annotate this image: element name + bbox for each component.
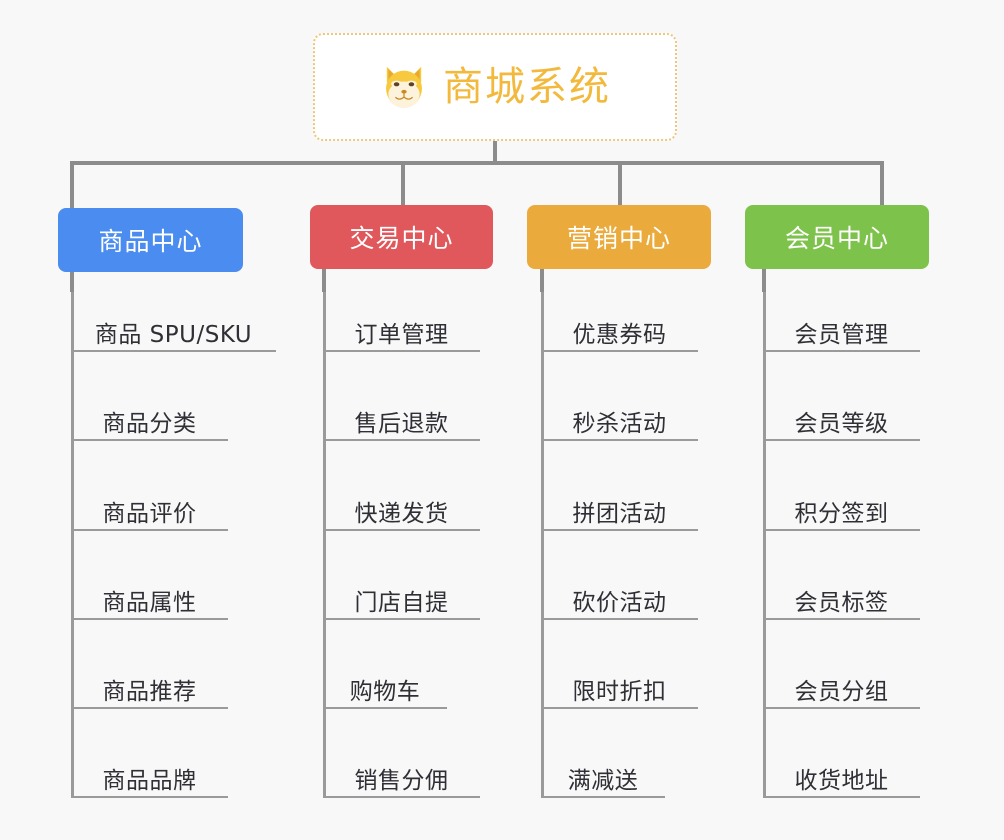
connector-stub-3 bbox=[540, 269, 544, 292]
leaf-item[interactable]: 砍价活动 bbox=[541, 560, 698, 620]
leaf-item[interactable]: 购物车 bbox=[323, 649, 447, 709]
leaf-item[interactable]: 收货地址 bbox=[763, 738, 920, 798]
leaf-item-label: 积分签到 bbox=[794, 500, 889, 527]
leaf-item-label: 砍价活动 bbox=[572, 589, 667, 616]
connector-drop-1 bbox=[70, 161, 74, 208]
branch-trunk-3 bbox=[541, 292, 544, 798]
leaf-item[interactable]: 售后退款 bbox=[323, 382, 480, 441]
leaf-item-label: 商品属性 bbox=[102, 589, 197, 616]
leaf-item-label: 会员标签 bbox=[794, 589, 889, 616]
category-label: 营销中心 bbox=[566, 224, 671, 253]
leaf-item-label: 商品推荐 bbox=[102, 678, 197, 705]
leaf-item[interactable]: 快递发货 bbox=[323, 471, 480, 531]
leaf-item[interactable]: 商品品牌 bbox=[71, 738, 228, 798]
leaf-item-label: 收货地址 bbox=[794, 767, 889, 794]
leaf-item[interactable]: 商品属性 bbox=[71, 560, 228, 620]
category-label: 商品中心 bbox=[98, 227, 203, 256]
leaf-item[interactable]: 优惠券码 bbox=[541, 292, 698, 352]
leaf-item-label: 售后退款 bbox=[354, 410, 449, 437]
connector-root-stem bbox=[493, 141, 497, 163]
leaf-item[interactable]: 销售分佣 bbox=[323, 738, 480, 798]
leaf-item-label: 销售分佣 bbox=[354, 767, 449, 794]
branch-trunk-1 bbox=[71, 292, 74, 798]
leaf-item[interactable]: 商品评价 bbox=[71, 471, 228, 531]
leaf-item[interactable]: 商品 SPU/SKU bbox=[71, 292, 276, 352]
leaf-item[interactable]: 拼团活动 bbox=[541, 471, 698, 531]
connector-drop-4 bbox=[880, 161, 884, 205]
connector-stub-4 bbox=[762, 269, 766, 292]
leaf-item[interactable]: 秒杀活动 bbox=[541, 382, 698, 441]
leaf-item[interactable]: 会员等级 bbox=[763, 382, 920, 441]
leaf-item[interactable]: 门店自提 bbox=[323, 560, 480, 620]
leaf-item-label: 订单管理 bbox=[354, 321, 449, 348]
connector-drop-2 bbox=[401, 161, 405, 205]
root-node[interactable]: 商城系统 bbox=[313, 33, 677, 141]
leaf-item[interactable]: 满减送 bbox=[541, 738, 665, 798]
leaf-item-label: 秒杀活动 bbox=[572, 410, 667, 437]
branch-trunk-2 bbox=[323, 292, 326, 798]
leaf-item[interactable]: 积分签到 bbox=[763, 471, 920, 531]
leaf-item-label: 满减送 bbox=[567, 767, 639, 794]
branch-trunk-4 bbox=[763, 292, 766, 798]
leaf-item-label: 会员管理 bbox=[794, 321, 889, 348]
connector-stub-1 bbox=[70, 272, 74, 292]
leaf-item-label: 会员等级 bbox=[794, 410, 889, 437]
leaf-item[interactable]: 会员标签 bbox=[763, 560, 920, 620]
leaf-item-label: 购物车 bbox=[349, 678, 421, 705]
category-label: 交易中心 bbox=[349, 224, 454, 253]
leaf-item[interactable]: 会员管理 bbox=[763, 292, 920, 352]
connector-drop-3 bbox=[618, 161, 622, 205]
shiba-dog-face-icon bbox=[386, 66, 422, 109]
leaf-item[interactable]: 限时折扣 bbox=[541, 649, 698, 709]
leaf-item[interactable]: 订单管理 bbox=[323, 292, 480, 352]
category-label: 会员中心 bbox=[784, 224, 889, 253]
leaf-item-label: 会员分组 bbox=[794, 678, 889, 705]
leaf-item-label: 商品评价 bbox=[102, 500, 197, 527]
leaf-item-label: 拼团活动 bbox=[572, 500, 667, 527]
root-title: 商城系统 bbox=[443, 64, 611, 110]
leaf-item-label: 商品 SPU/SKU bbox=[94, 321, 253, 348]
category-box-1[interactable]: 商品中心 bbox=[58, 208, 243, 272]
connector-stub-2 bbox=[322, 269, 326, 292]
category-box-2[interactable]: 交易中心 bbox=[310, 205, 493, 269]
connector-horizontal-bus bbox=[71, 161, 881, 165]
leaf-item-label: 优惠券码 bbox=[572, 321, 667, 348]
leaf-item-label: 门店自提 bbox=[354, 589, 449, 616]
leaf-item-label: 商品品牌 bbox=[102, 767, 197, 794]
leaf-item-label: 商品分类 bbox=[102, 410, 197, 437]
leaf-item[interactable]: 商品推荐 bbox=[71, 649, 228, 709]
leaf-item-label: 快递发货 bbox=[354, 500, 449, 527]
leaf-item-label: 限时折扣 bbox=[572, 678, 667, 705]
leaf-item[interactable]: 商品分类 bbox=[71, 382, 228, 441]
category-box-4[interactable]: 会员中心 bbox=[745, 205, 929, 269]
leaf-item[interactable]: 会员分组 bbox=[763, 649, 920, 709]
category-box-3[interactable]: 营销中心 bbox=[527, 205, 711, 269]
